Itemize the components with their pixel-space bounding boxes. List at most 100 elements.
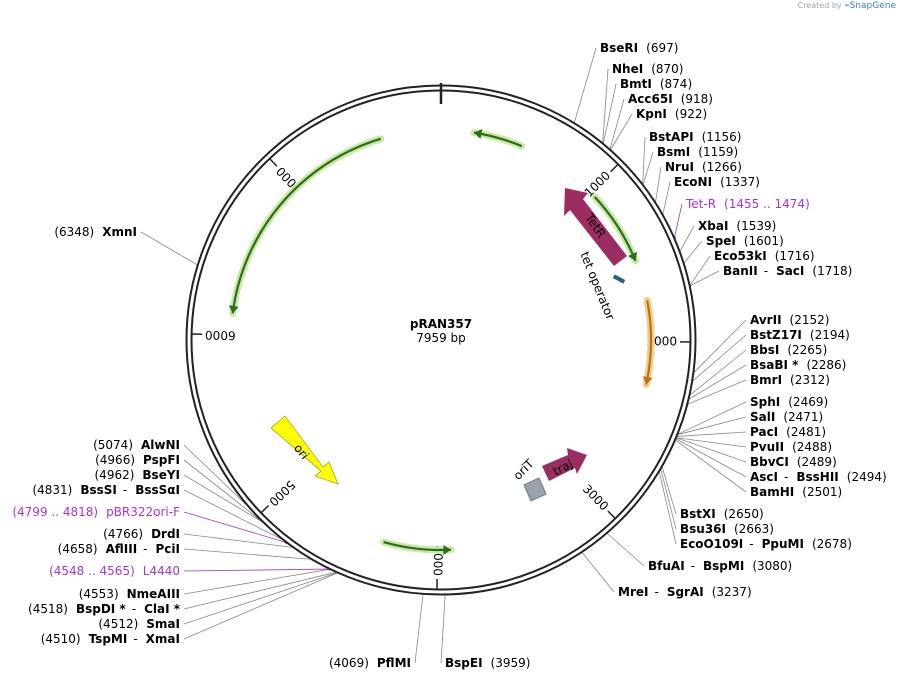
site-position: (697) xyxy=(646,41,678,55)
leader-line xyxy=(183,444,248,506)
site-position: (4962) xyxy=(95,468,135,482)
tetR-arrow xyxy=(564,188,627,266)
enzyme-name: BstAPI xyxy=(649,130,694,144)
leader-line xyxy=(573,47,597,123)
leader-line xyxy=(183,548,311,560)
site-position: (2194) xyxy=(810,328,850,342)
enzyme-name: BspDI * xyxy=(76,602,126,616)
leader-line xyxy=(692,334,747,382)
site-position: (1455 .. 1474) xyxy=(724,197,810,211)
leader-line xyxy=(675,438,747,478)
leader-line xyxy=(687,379,747,405)
enzyme-site-label: SphI (2469) xyxy=(750,395,828,409)
leader-line xyxy=(677,416,747,435)
site-position: (2469) xyxy=(788,395,828,409)
primer-label: (4799 .. 4818)pBR322ori-F xyxy=(12,505,180,519)
site-position: (1266) xyxy=(702,160,742,174)
leader-line xyxy=(642,136,646,185)
arrow-shaft xyxy=(231,137,382,314)
enzyme-site-label: KpnI(922) xyxy=(636,107,707,121)
enzyme-site-label: (5074)AlwNI xyxy=(93,438,180,452)
leader-line xyxy=(183,568,330,595)
primer-label: (4548 .. 4565)L4440 xyxy=(49,564,180,578)
enzyme-name: SphI xyxy=(750,395,780,409)
enzyme-name: BssSαI xyxy=(135,483,180,497)
site-position: (2650) xyxy=(724,507,764,521)
site-position: (870) xyxy=(651,62,683,76)
site-position: (2488) xyxy=(792,440,832,454)
enzyme-name: SmaI xyxy=(146,617,180,631)
leader-line xyxy=(183,571,336,610)
leader-line xyxy=(140,231,198,266)
leader-line xyxy=(183,572,338,640)
enzyme-name: BsaBI * xyxy=(750,358,799,372)
site-position: - xyxy=(143,542,147,556)
enzyme-site-label: NruI (1266) xyxy=(665,160,742,174)
enzyme-name: TspMI xyxy=(89,632,128,646)
enzyme-name: BbvCI xyxy=(750,455,789,469)
enzyme-site-label: PacI(2481) xyxy=(750,425,826,439)
site-position: (5074) xyxy=(93,438,133,452)
enzyme-name: PspFI xyxy=(143,453,180,467)
enzyme-name: NruI xyxy=(665,160,694,174)
site-position: (918) xyxy=(681,92,713,106)
site-position: (3080) xyxy=(752,559,792,573)
leader-line xyxy=(183,568,329,572)
enzyme-name: BamHI xyxy=(750,485,794,499)
site-position: (4548 .. 4565) xyxy=(49,564,135,578)
enzyme-site-label: BsmI(1159) xyxy=(657,145,738,159)
leader-line xyxy=(609,98,625,150)
enzyme-name: Eco53kI xyxy=(714,249,767,263)
watermark-brand: SnapGene xyxy=(849,1,896,11)
site-position: (4518) xyxy=(28,602,68,616)
watermark-prefix: Created by xyxy=(797,1,842,10)
leader-line xyxy=(658,471,677,545)
enzyme-name: PacI xyxy=(750,425,778,439)
leader-line xyxy=(183,474,263,523)
enzyme-name: BspEI xyxy=(445,656,483,670)
enzyme-site-label: XbaI(1539) xyxy=(698,219,776,233)
enzyme-name: SpeI xyxy=(706,234,736,248)
arrow-head xyxy=(642,376,653,385)
leader-line xyxy=(674,203,683,238)
site-position: - xyxy=(133,632,137,646)
site-position: (2494) xyxy=(847,470,887,484)
inner-feature-arrows xyxy=(228,129,655,555)
leader-line xyxy=(693,319,747,373)
site-position: (4831) xyxy=(32,483,72,497)
leader-line xyxy=(661,466,677,515)
primer-label: Tet-R(1455 .. 1474) xyxy=(685,197,810,211)
leader-line xyxy=(677,401,747,435)
site-position: - xyxy=(123,483,127,497)
enzyme-site-label: (4512)SmaI xyxy=(98,617,180,631)
site-position: (1337) xyxy=(720,175,760,189)
enzyme-site-label: Bsu36I(2663) xyxy=(680,522,774,536)
site-position: - xyxy=(784,470,788,484)
enzyme-name: BmtI xyxy=(620,77,652,91)
site-position: (2678) xyxy=(812,537,852,551)
leader-line xyxy=(689,349,747,396)
site-position: pBR322ori-F xyxy=(106,505,180,519)
enzyme-name: EcoNI xyxy=(674,175,712,189)
enzyme-name: BseRI xyxy=(600,41,638,55)
site-position: - xyxy=(691,559,695,573)
leader-line xyxy=(610,113,633,150)
enzyme-name: AscI xyxy=(750,470,778,484)
leader-line xyxy=(683,240,703,264)
enzyme-name: MreI xyxy=(618,585,648,599)
enzyme-name: Acc65I xyxy=(628,92,673,106)
site-position: - xyxy=(749,537,753,551)
enzyme-site-label: (4831)BssSI-BssSαI xyxy=(32,483,180,497)
enzyme-name: SalI xyxy=(750,410,775,424)
leader-line xyxy=(581,552,615,593)
enzyme-site-label: Eco53kI(1716) xyxy=(714,249,815,263)
site-position: (4510) xyxy=(41,632,81,646)
enzyme-site-label: BanII-SacI(1718) xyxy=(723,264,852,278)
enzyme-site-label: BbvCI(2489) xyxy=(750,455,837,469)
site-position: (2265) xyxy=(787,343,827,357)
plasmid-name: pRAN357 xyxy=(410,317,472,331)
leader-line xyxy=(689,255,711,286)
enzyme-name: NheI xyxy=(612,62,643,76)
site-position: (3959) xyxy=(491,656,531,670)
enzyme-site-label: (4069)PflMI xyxy=(329,656,411,670)
